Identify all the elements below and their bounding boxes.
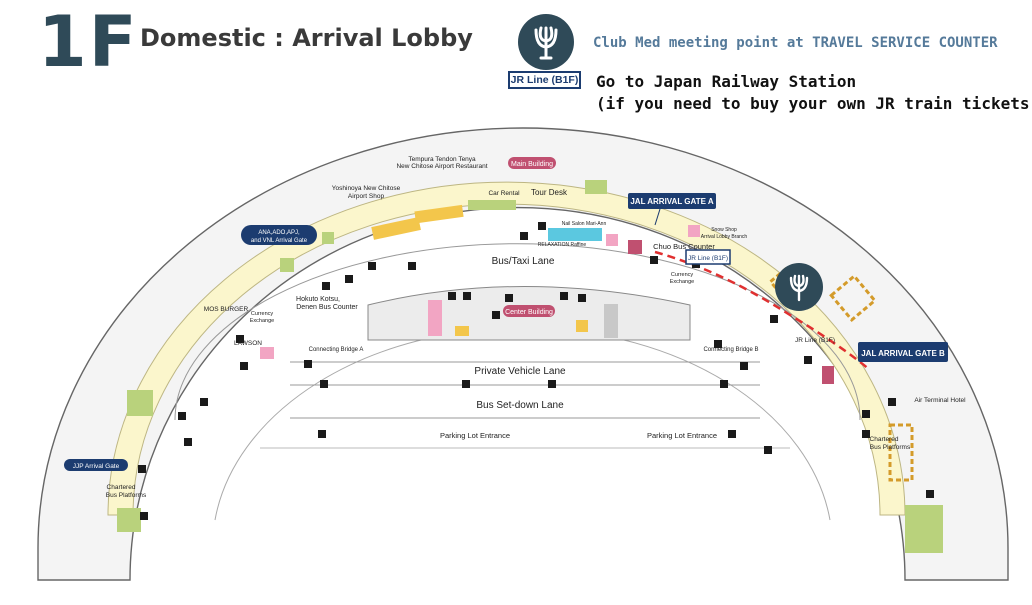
chuo-bus-label: Chuo Bus Counter bbox=[653, 242, 715, 251]
ana-gate-callout bbox=[241, 225, 317, 245]
jal-gate-b-callout bbox=[858, 342, 948, 362]
hokuto-label-1: Hokuto Kotsu, bbox=[296, 296, 340, 303]
private-vehicle-lane-label: Private Vehicle Lane bbox=[474, 366, 566, 377]
jal-gate-a-label: JAL ARRIVAL GATE A bbox=[630, 197, 713, 206]
jr-line-map-label-lower: JR Line (B1F) bbox=[795, 337, 835, 344]
club-med-map-marker-icon bbox=[775, 263, 823, 311]
center-yellow-room-2 bbox=[576, 320, 588, 332]
club-med-trident-logo-icon bbox=[518, 14, 574, 70]
parking-right-label: Parking Lot Entrance bbox=[647, 431, 717, 440]
center-yellow-room bbox=[455, 326, 469, 336]
jal-gate-b-label: JAL ARRIVAL GATE B bbox=[861, 349, 945, 358]
center-building-pill bbox=[503, 305, 555, 317]
shop-pink-b bbox=[628, 240, 642, 254]
yoshinoya-label-1: Yoshinoya New Chitose bbox=[332, 185, 401, 192]
shop-snow-shop bbox=[688, 225, 700, 237]
shop-green-left-2 bbox=[322, 232, 334, 244]
air-terminal-hotel-label: Air Terminal Hotel bbox=[914, 397, 966, 404]
tempura-label-1: Tempura Tendon Tenya bbox=[408, 156, 476, 163]
jr-line-badge: JR Line (B1F) bbox=[508, 71, 581, 89]
jr-line-map-badge bbox=[685, 249, 731, 265]
mos-burger-label: MOS BURGER bbox=[204, 306, 249, 313]
shop-car-rental bbox=[468, 200, 516, 210]
shop-relaxation bbox=[548, 228, 602, 241]
jjp-gate-callout bbox=[64, 459, 128, 471]
inner-curb bbox=[214, 327, 831, 521]
bus-setdown-lane-label: Bus Set-down Lane bbox=[476, 400, 564, 411]
tempura-label-2: New Chitose Airport Restaurant bbox=[396, 163, 487, 170]
center-pink-room bbox=[428, 300, 442, 336]
jr-instruction-line-1: Go to Japan Railway Station bbox=[596, 72, 857, 91]
hatched-zone-1 bbox=[829, 273, 877, 323]
jal-gate-a-callout bbox=[628, 193, 716, 209]
page-title: Domestic : Arrival Lobby bbox=[140, 24, 473, 52]
lawson-label: LAWSON bbox=[234, 340, 262, 347]
center-building-label: Center Building bbox=[505, 309, 553, 316]
shop-pink-a bbox=[606, 234, 618, 246]
relaxation-label: RELAXATION Raffine bbox=[538, 242, 587, 248]
shop-lawson bbox=[260, 347, 274, 359]
chartered-right-label-2: Bus Platforms bbox=[870, 444, 911, 451]
main-building-label: Main Building bbox=[511, 161, 553, 168]
shop-green-left-1 bbox=[280, 258, 294, 272]
snow-shop-label-1: Snow Shop bbox=[711, 227, 737, 233]
tour-desk-label: Tour Desk bbox=[531, 188, 568, 197]
ana-gate-label-1: ANA,ADO,APJ, bbox=[258, 230, 300, 236]
yoshinoya-label-2: Airport Shop bbox=[348, 193, 385, 200]
currency-left-label-2: Exchange bbox=[250, 318, 274, 324]
nail-salon-label: Nail Salon Mari-Ann bbox=[562, 221, 607, 227]
parking-left-label: Parking Lot Entrance bbox=[440, 431, 510, 440]
jjp-gate-label: JJP Arrival Gate bbox=[73, 463, 120, 470]
currency-right-label-2: Exchange bbox=[670, 279, 694, 285]
shop-green-right-1 bbox=[905, 505, 943, 553]
shop-yoshinoya bbox=[371, 217, 421, 240]
jal-gate-a-pointer bbox=[654, 208, 661, 226]
facility-icons bbox=[138, 222, 934, 520]
hatched-zone-3 bbox=[888, 423, 914, 482]
meeting-point-text: Club Med meeting point at TRAVEL SERVICE… bbox=[593, 35, 998, 51]
currency-left-label-1: Currency bbox=[251, 311, 274, 317]
chartered-left-label-1: Chartered bbox=[107, 484, 136, 491]
chartered-right-label-1: Chartered bbox=[870, 436, 899, 443]
chartered-left-label-2: Bus Platforms bbox=[106, 492, 147, 499]
jr-route-dashed-line bbox=[654, 250, 871, 371]
jr-instruction-line-2: (if you need to buy your own JR train ti… bbox=[596, 94, 1030, 113]
currency-right-label-1: Currency bbox=[671, 272, 694, 278]
jr-line-map-label-upper: JR Line (B1F) bbox=[688, 255, 728, 262]
shop-pink-right bbox=[822, 366, 834, 384]
snow-shop-label-2: Arrival Lobby Branch bbox=[701, 234, 748, 240]
floor-number: 1F bbox=[38, 1, 139, 83]
shop-green-left-3 bbox=[127, 390, 153, 416]
shop-tempura bbox=[414, 204, 464, 224]
car-rental-label: Car Rental bbox=[488, 190, 520, 197]
shop-green-left-4 bbox=[117, 508, 141, 532]
bus-taxi-lane-curb bbox=[174, 243, 861, 421]
bus-taxi-lane-label: Bus/Taxi Lane bbox=[492, 256, 555, 267]
ana-gate-label-2: and VNL Arrival Gate bbox=[251, 238, 308, 244]
hokuto-label-2: Denen Bus Counter bbox=[296, 304, 358, 311]
shop-green-top bbox=[585, 180, 607, 194]
center-gray-room bbox=[604, 304, 618, 338]
bridge-b-label: Connecting Bridge B bbox=[703, 347, 758, 353]
main-building-pill bbox=[508, 157, 556, 169]
bridge-a-label: Connecting Bridge A bbox=[309, 347, 364, 353]
